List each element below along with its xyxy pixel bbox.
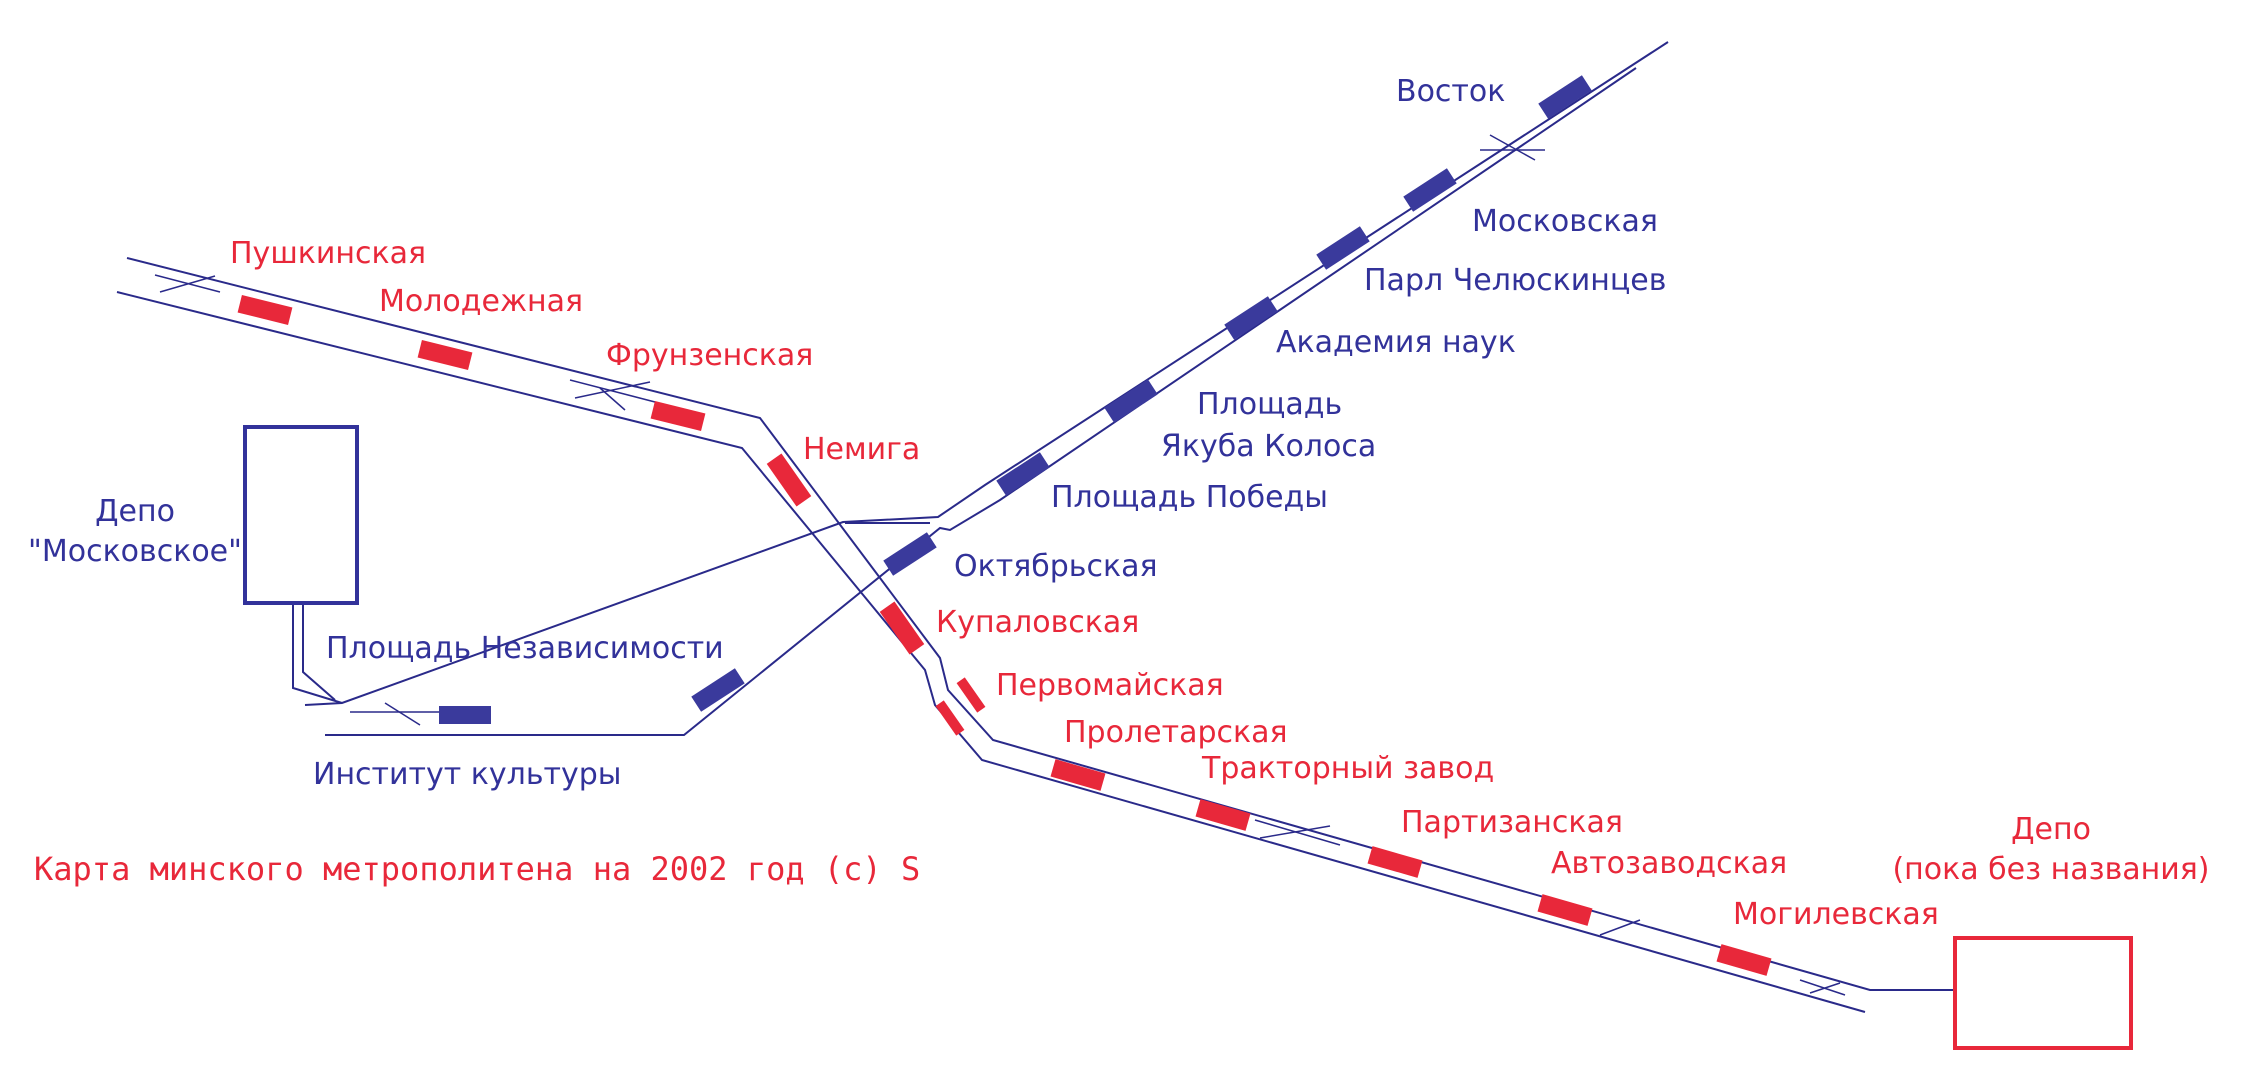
station-marker-proletarskaya (1050, 759, 1106, 791)
depot-label-unnamed-line2: (пока без названия) (1892, 851, 2210, 887)
station-label-yakub-line1: Площадь (1197, 387, 1343, 422)
map-caption: Карта минского метрополитена на 2002 год… (34, 850, 921, 888)
station-marker-traktorny (1195, 799, 1251, 831)
station-label-molodezhnaya: Молодежная (379, 284, 584, 319)
station-label-akademiya: Академия наук (1276, 325, 1516, 360)
depot-connector-moskovskoe (292, 604, 343, 704)
station-label-institut: Институт культуры (313, 757, 622, 792)
crossover-avtozavodskaya (1599, 919, 1641, 936)
station-marker-kupalovskaya (879, 601, 925, 655)
station-marker-mogilevskaya (1716, 944, 1772, 976)
station-label-nemiga: Немига (803, 432, 921, 467)
blue-line-track-lower (325, 67, 1637, 736)
depot-label-unnamed: Депо (пока без названия) (1886, 810, 2216, 889)
crossover-pushkinskaya (154, 274, 221, 293)
station-label-proletarskaya: Пролетарская (1064, 715, 1288, 750)
depot-connector-moskovskoe-2 (302, 604, 336, 701)
crossover-vostok (1480, 134, 1545, 161)
station-marker-molodezhnaya (417, 339, 473, 371)
station-marker-pervomaiskaya-b (935, 700, 965, 736)
station-label-oktyabrskaya: Октябрьская (954, 549, 1158, 584)
station-marker-institut (439, 706, 491, 724)
station-label-partizanskaya: Партизанская (1401, 805, 1623, 840)
depot-label-moskovskoe: Депо "Московское" (20, 492, 250, 571)
station-marker-moskovskaya (1403, 168, 1457, 212)
station-marker-akademiya (1224, 296, 1278, 340)
depot-label-unnamed-line1: Депо (2011, 812, 2091, 847)
station-label-kupalovskaya: Купаловская (936, 605, 1140, 640)
station-label-yakub-line2: Якуба Колоса (1161, 429, 1377, 464)
station-marker-pobedy (996, 452, 1050, 496)
station-marker-frunzenskaya (650, 400, 706, 432)
station-label-avtozavodskaya: Автозаводская (1551, 846, 1788, 881)
depot-unnamed-box (1953, 936, 2133, 1050)
station-marker-pervomaiskaya-a (956, 677, 986, 713)
station-marker-avtozavodskaya (1537, 894, 1593, 926)
station-marker-pushkinskaya (237, 294, 293, 326)
station-label-traktorny: Тракторный завод (1202, 751, 1495, 786)
crossover-frunzenskaya (569, 379, 656, 411)
station-marker-oktyabrskaya (883, 532, 937, 576)
station-label-pobedy: Площадь Победы (1051, 480, 1328, 515)
depot-moskovskoe-box (243, 425, 359, 605)
depot-label-moskovskoe-line2: "Московское" (28, 533, 242, 569)
station-label-moskovskaya: Московская (1472, 204, 1658, 239)
station-marker-partizanskaya (1367, 846, 1423, 878)
station-marker-nemiga (766, 453, 812, 507)
crossover-institut (350, 702, 445, 726)
station-marker-park (1316, 226, 1370, 270)
depot-label-moskovskoe-line1: Депо (95, 494, 175, 529)
station-label-mogilevskaya: Могилевская (1733, 897, 1939, 932)
station-label-vostok: Восток (1396, 74, 1506, 109)
red-line-track-lower (116, 291, 1866, 1013)
station-marker-yakuba (1104, 379, 1158, 423)
crossover-mogilevskaya (1799, 979, 1846, 996)
station-label-frunzenskaya: Фрунзенская (606, 338, 814, 373)
station-label-nezavisimosti: Площадь Независимости (326, 631, 724, 666)
crossover-traktorny (1254, 819, 1341, 846)
station-marker-nezavisimosti (691, 668, 745, 712)
station-label-pervomaiskaya: Первомайская (996, 668, 1224, 703)
station-marker-vostok (1538, 75, 1592, 119)
station-label-pushkinskaya: Пушкинская (230, 236, 427, 271)
station-label-park: Парл Челюскинцев (1364, 263, 1667, 298)
blue-line-track-upper (304, 41, 1669, 706)
